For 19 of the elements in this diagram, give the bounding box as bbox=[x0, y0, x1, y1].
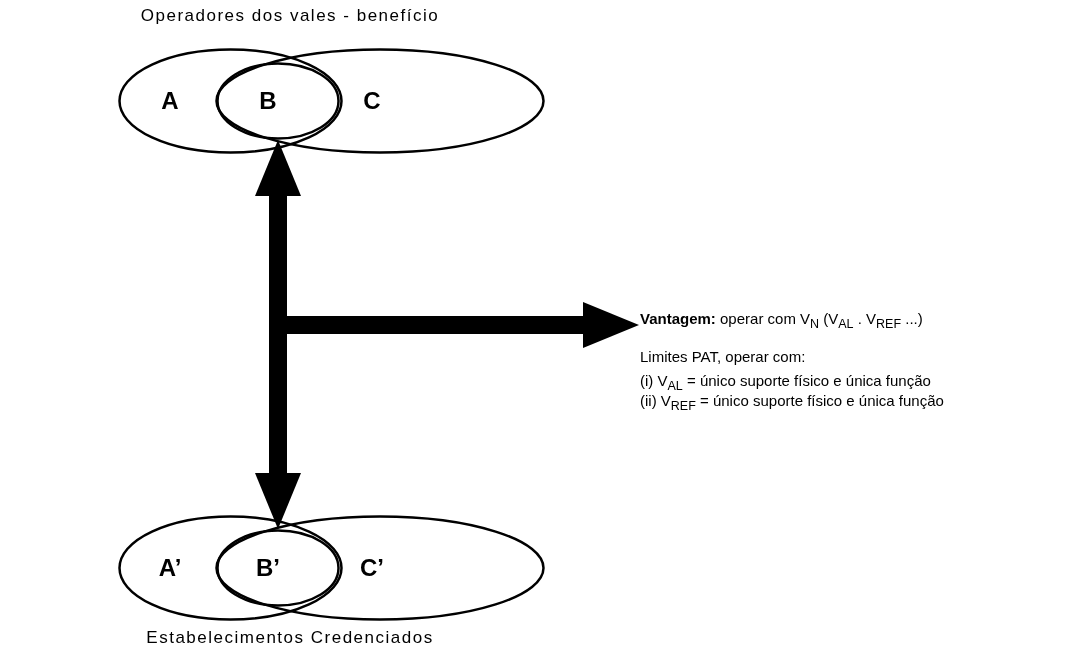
set-letter: C’ bbox=[360, 556, 384, 580]
set-letter: A bbox=[161, 89, 179, 113]
set-letter: B’ bbox=[256, 556, 280, 580]
double-arrow bbox=[255, 140, 301, 529]
ellipse bbox=[215, 515, 545, 621]
limit-note: (i) V$_{AL}$ = único suporte físico e única função bbox=[640, 372, 931, 393]
group-heading: Operadores dos vales - benefício bbox=[140, 6, 440, 26]
group-heading: Estabelecimentos Credenciados bbox=[146, 628, 434, 648]
ellipse bbox=[216, 529, 340, 607]
ellipse bbox=[118, 48, 343, 154]
set-letter: B bbox=[259, 89, 277, 113]
ellipse bbox=[118, 515, 343, 621]
advantage-note: Vantagem: operar com V$_{N}$ (V$_{AL}$ . V$_{REF}$ ...) bbox=[640, 310, 923, 331]
set-letter: C bbox=[363, 89, 381, 113]
limit-note: (ii) V$_{REF}$ = único suporte físico e única função bbox=[640, 392, 944, 413]
ellipse bbox=[215, 48, 545, 154]
ellipse bbox=[216, 62, 340, 140]
set-letter: A’ bbox=[158, 556, 182, 580]
limit-note: Limites PAT, operar com: bbox=[640, 348, 806, 365]
